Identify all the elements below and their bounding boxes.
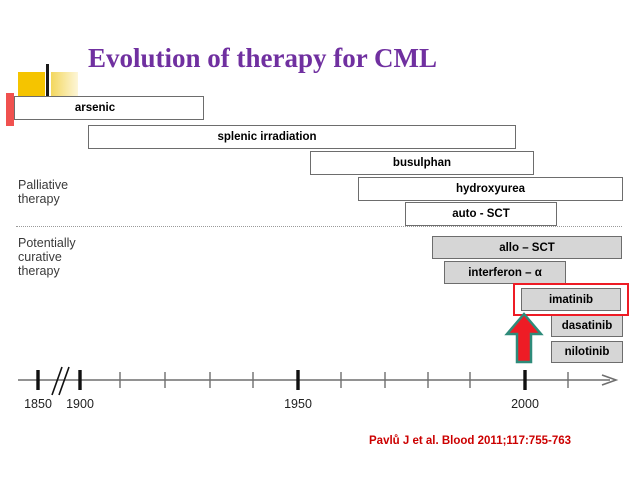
therapy-bar-splenic-irradiation: splenic irradiation [88, 125, 516, 149]
logo-mark [18, 64, 80, 102]
therapy-bar-label: arsenic [74, 102, 116, 114]
therapy-bar-interferon: interferon – α [444, 261, 566, 284]
logo-red-bar-icon [6, 93, 14, 126]
section-label-curative: Potentially curative therapy [18, 236, 76, 278]
therapy-bar-label: busulphan [392, 157, 452, 169]
therapy-bar-hydroxyurea: hydroxyurea [358, 177, 623, 201]
therapy-bar-label: splenic irradiation [217, 131, 317, 143]
imatinib-highlight-box [513, 283, 629, 316]
citation-text: Pavlů J et al. Blood 2011;117:755-763 [369, 435, 572, 447]
therapy-bar-label: nilotinib [564, 346, 610, 358]
page-title: Evolution of therapy for CML [88, 43, 437, 73]
timeline-tick-label-1900: 1900 [66, 397, 94, 411]
section-label-palliative: Palliative therapy [18, 178, 69, 206]
section-divider [16, 226, 622, 227]
therapy-bar-label: dasatinib [561, 320, 613, 332]
therapy-bar-label: auto - SCT [452, 208, 510, 220]
therapy-bar-label: allo – SCT [499, 241, 555, 254]
therapy-bar-imatinib: imatinib [521, 288, 621, 311]
red-up-arrow-icon [504, 312, 544, 369]
therapy-bar-label: imatinib [548, 293, 594, 306]
therapy-bar-allo-sct: allo – SCT [432, 236, 622, 259]
therapy-bar-label: hydroxyurea [455, 183, 526, 195]
therapy-bar-label: interferon – α [468, 266, 542, 279]
logo-vertical-line-icon [46, 64, 49, 102]
timeline-tick-label-1950: 1950 [284, 397, 312, 411]
therapy-bar-arsenic: arsenic [14, 96, 204, 120]
therapy-bar-nilotinib: nilotinib [551, 341, 623, 363]
timeline-tick-label-2000: 2000 [511, 397, 539, 411]
timeline-tick-label-1850: 1850 [24, 397, 52, 411]
timeline-axis [0, 360, 638, 420]
therapy-bar-auto-sct: auto - SCT [405, 202, 557, 226]
therapy-bar-dasatinib: dasatinib [551, 315, 623, 337]
therapy-bar-busulphan: busulphan [310, 151, 534, 175]
